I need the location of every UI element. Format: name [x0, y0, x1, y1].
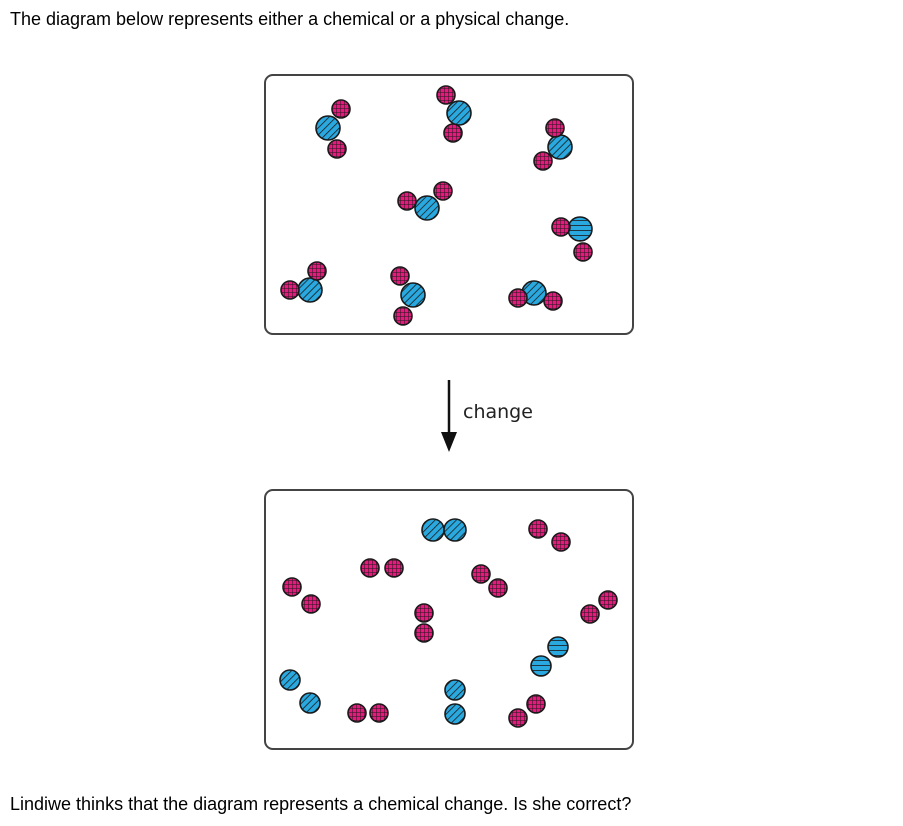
pink-atom	[301, 594, 321, 614]
after-molecule	[360, 558, 404, 578]
after-molecule	[471, 564, 508, 598]
pink-atom	[327, 139, 347, 159]
pink-atom	[488, 578, 508, 598]
pink-atom	[528, 519, 548, 539]
blue-atom	[414, 195, 440, 221]
after-molecule	[444, 679, 466, 725]
blue-atom	[567, 216, 593, 242]
pink-atom	[551, 532, 571, 552]
pink-atom	[433, 181, 453, 201]
pink-atom	[543, 291, 563, 311]
pink-atom	[280, 280, 300, 300]
before-molecule	[436, 85, 472, 143]
change-arrow	[441, 380, 457, 452]
pink-atom	[414, 623, 434, 643]
question-intro-text: The diagram below represents either a ch…	[10, 9, 570, 29]
pink-atom	[397, 191, 417, 211]
pink-atom	[545, 118, 565, 138]
before-molecule	[551, 216, 593, 262]
pink-atom	[384, 558, 404, 578]
blue-atom	[530, 655, 552, 677]
change-label: change	[463, 401, 533, 423]
blue-atom	[444, 703, 466, 725]
pink-atom	[307, 261, 327, 281]
before-molecule	[533, 118, 573, 171]
blue-atom	[444, 679, 466, 701]
blue-atom	[400, 282, 426, 308]
blue-atom	[315, 115, 341, 141]
pink-atom	[436, 85, 456, 105]
pink-atom	[390, 266, 410, 286]
after-molecule	[530, 636, 569, 677]
after-molecule	[528, 519, 571, 552]
pink-atom	[508, 708, 528, 728]
before-molecule	[397, 181, 453, 221]
pink-atom	[360, 558, 380, 578]
question-followup-text: Lindiwe thinks that the diagram represen…	[10, 794, 632, 814]
after-molecule	[347, 703, 389, 723]
after-molecule	[421, 518, 467, 542]
pink-atom	[282, 577, 302, 597]
pink-atom	[369, 703, 389, 723]
before-container	[264, 74, 634, 335]
pink-atom	[414, 603, 434, 623]
pink-atom	[526, 694, 546, 714]
pink-atom	[347, 703, 367, 723]
pink-atom	[471, 564, 491, 584]
blue-atom	[443, 518, 467, 542]
pink-atom	[533, 151, 553, 171]
after-molecule	[279, 669, 321, 714]
pink-atom	[580, 604, 600, 624]
pink-atom	[393, 306, 413, 326]
after-molecule	[580, 590, 618, 624]
pink-atom	[443, 123, 463, 143]
before-molecule	[315, 99, 351, 159]
after-molecules	[279, 518, 618, 728]
pink-atom	[598, 590, 618, 610]
after-container	[264, 489, 634, 750]
blue-atom	[547, 636, 569, 658]
blue-atom	[279, 669, 301, 691]
blue-atom	[446, 100, 472, 126]
pink-atom	[331, 99, 351, 119]
pink-atom	[573, 242, 593, 262]
after-molecule	[282, 577, 321, 614]
before-molecule	[390, 266, 426, 326]
before-molecules	[280, 85, 593, 326]
blue-atom	[421, 518, 445, 542]
pink-atom	[508, 288, 528, 308]
before-molecule	[280, 261, 327, 303]
after-molecule	[414, 603, 434, 643]
blue-atom	[299, 692, 321, 714]
before-molecule	[508, 280, 563, 311]
blue-atom	[297, 277, 323, 303]
blue-atom	[547, 134, 573, 160]
after-molecule	[508, 694, 546, 728]
pink-atom	[551, 217, 571, 237]
